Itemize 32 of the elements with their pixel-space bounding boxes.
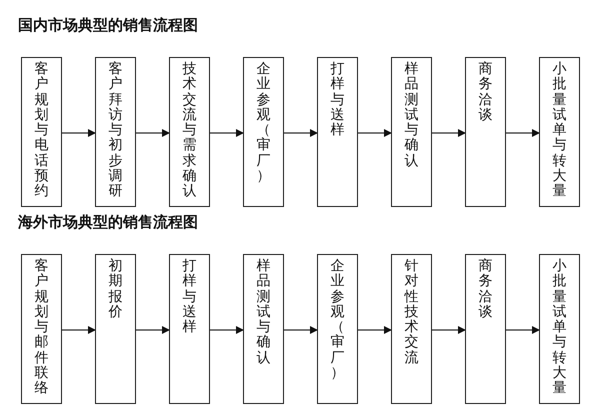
process-box: 商务洽谈 (465, 57, 506, 207)
process-box: 企业参观（审厂） (317, 254, 358, 404)
arrow (506, 129, 540, 137)
arrow (136, 326, 170, 334)
process-box: 技术交流与需求确认 (169, 57, 210, 207)
process-box: 商务洽谈 (465, 254, 506, 404)
arrow (210, 129, 244, 137)
process-box: 客户拜访与初步调研 (95, 57, 136, 207)
process-box: 初期报价 (95, 254, 136, 404)
process-box: 企业参观（审厂） (243, 57, 284, 207)
process-box: 客户规划与邮件联络 (21, 254, 62, 404)
arrow (358, 129, 392, 137)
arrow (210, 326, 244, 334)
arrow (284, 129, 318, 137)
arrow (358, 326, 392, 334)
arrow (62, 129, 96, 137)
arrow (432, 129, 466, 137)
arrow (62, 326, 96, 334)
arrow (506, 326, 540, 334)
process-box: 客户规划与电话预约 (21, 57, 62, 207)
process-box: 小批量试单与转大量 (539, 254, 580, 404)
arrow (284, 326, 318, 334)
arrow (432, 326, 466, 334)
chart-heading: 海外市场典型的销售流程图 (18, 213, 198, 232)
arrow (136, 129, 170, 137)
process-box: 样品测试与确认 (391, 57, 432, 207)
process-box: 打样与送样 (169, 254, 210, 404)
process-box: 小批量试单与转大量 (539, 57, 580, 207)
process-box: 样品测试与确认 (243, 254, 284, 404)
chart-heading: 国内市场典型的销售流程图 (18, 16, 198, 35)
process-box: 针对性技术交流 (391, 254, 432, 404)
process-box: 打样与送样 (317, 57, 358, 207)
